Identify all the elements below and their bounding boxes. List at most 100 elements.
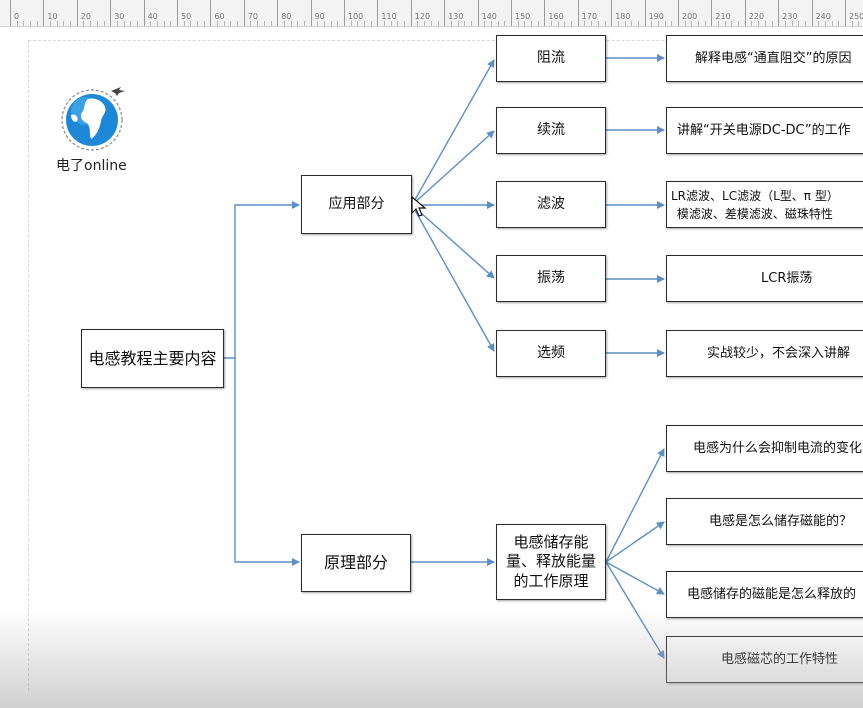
ruler-minor-tick: [851, 21, 853, 26]
ruler-tick: 100: [344, 0, 363, 26]
ruler-minor-tick: [551, 21, 553, 26]
principle-item-node[interactable]: 电感磁芯的工作特性: [666, 636, 863, 683]
ruler-tick: 140: [477, 0, 497, 26]
ruler-minor-tick: [517, 21, 519, 26]
ruler-minor-tick: [484, 21, 486, 26]
principle-sub-node[interactable]: 电感储存能 量、释放能量 的工作原理: [496, 524, 606, 600]
app-item-node[interactable]: 振荡: [496, 255, 606, 302]
ruler-minor-tick: [497, 21, 499, 26]
ruler-tick-label: 120: [414, 12, 431, 21]
app-item-label: 振荡: [537, 270, 565, 287]
principle-item-node[interactable]: 电感为什么会抑制电流的变化: [666, 425, 863, 472]
ruler-tick: 170: [577, 0, 597, 26]
principle-item-node[interactable]: 电感是怎么储存磁能的？: [666, 498, 863, 545]
ruler-minor-tick: [724, 21, 726, 26]
ruler-minor-tick: [597, 21, 599, 26]
app-item-node[interactable]: 阻流: [496, 35, 606, 82]
ruler-minor-tick: [263, 21, 265, 26]
ruler-tick-label: 140: [481, 12, 497, 21]
app-detail-node[interactable]: 实战较少，不会深入讲解: [666, 330, 863, 377]
ruler-tick-label: 160: [548, 12, 564, 21]
ruler-minor-tick: [123, 21, 125, 26]
ruler-minor-tick: [704, 21, 706, 26]
app-detail-label: LCR振荡: [761, 270, 813, 286]
ruler-minor-tick: [290, 21, 292, 26]
ruler-minor-tick: [824, 21, 826, 26]
ruler-minor-tick: [504, 21, 506, 26]
ruler-minor-tick: [150, 21, 152, 26]
connector-root-application: [223, 201, 300, 359]
root-node-label: 电感教程主要内容: [88, 348, 217, 368]
ruler-minor-tick: [470, 21, 472, 26]
ruler-minor-tick: [197, 21, 199, 26]
ruler-tick: 230: [778, 0, 797, 26]
ruler-minor-tick: [323, 21, 325, 26]
ruler-tick: 200: [678, 0, 697, 26]
ruler-tick-label: 250: [849, 12, 863, 21]
app-detail-node[interactable]: LCR振荡: [666, 255, 863, 302]
principle-item-label: 电感为什么会抑制电流的变化: [693, 440, 863, 456]
app-item-node[interactable]: 选频: [496, 330, 606, 377]
ruler-minor-tick: [758, 21, 760, 26]
ruler-minor-tick: [203, 21, 205, 26]
ruler-minor-tick: [424, 21, 426, 26]
ruler-tick-label: 220: [748, 12, 765, 21]
root-node[interactable]: 电感教程主要内容: [81, 329, 224, 388]
app-item-node[interactable]: 滤波: [496, 181, 606, 228]
ruler-tick-label: 40: [147, 12, 158, 21]
ruler-minor-tick: [798, 21, 800, 26]
ruler-minor-tick: [684, 21, 686, 26]
principle-item-label: 电感储存的磁能是怎么释放的: [687, 586, 857, 602]
ruler-tick: 10: [43, 0, 58, 26]
ruler-minor-tick: [637, 21, 639, 26]
ruler-minor-tick: [584, 21, 586, 26]
app-detail-node[interactable]: 讲解“开关电源DC-DC”的工作: [666, 107, 863, 154]
ruler-minor-tick: [237, 21, 239, 26]
ruler-minor-tick: [23, 21, 25, 26]
ruler-minor-tick: [430, 21, 432, 26]
ruler-minor-tick: [631, 21, 633, 26]
ruler-tick-label: 150: [515, 12, 531, 21]
branch-principle-node[interactable]: 原理部分: [301, 534, 411, 592]
principle-sub-label: 电感储存能 量、释放能量 的工作原理: [505, 532, 596, 590]
ruler-minor-tick: [370, 21, 372, 26]
globe-plane-icon: [61, 87, 125, 151]
ruler-tick-label: 200: [682, 12, 698, 21]
ruler-minor-tick: [557, 21, 559, 26]
app-item-node[interactable]: 续流: [496, 107, 606, 154]
ruler-minor-tick: [217, 21, 219, 26]
branch-application-node[interactable]: 应用部分: [301, 175, 412, 234]
ruler-minor-tick: [230, 21, 232, 26]
app-detail-node[interactable]: 解释电感“通直阻交”的原因: [666, 35, 863, 82]
branch-application-label: 应用部分: [328, 196, 385, 213]
ruler-tick: 120: [410, 0, 430, 26]
connector-app-item-4: [411, 204, 495, 279]
ruler-tick: 80: [277, 0, 291, 26]
ruler-minor-tick: [384, 21, 386, 26]
ruler-tick: 40: [143, 0, 158, 26]
app-item-label: 续流: [537, 122, 565, 139]
ruler-minor-tick: [784, 21, 786, 26]
principle-item-node[interactable]: 电感储存的磁能是怎么释放的: [666, 571, 863, 618]
ruler-minor-tick: [464, 21, 466, 26]
ruler-tick-label: 30: [114, 12, 125, 21]
ruler-tick-label: 230: [782, 12, 798, 21]
ruler-minor-tick: [90, 21, 92, 26]
ruler-minor-tick: [337, 21, 339, 26]
ruler-minor-tick: [16, 21, 18, 26]
ruler-tick-label: 170: [581, 12, 598, 21]
ruler-minor-tick: [364, 21, 366, 26]
app-detail-label: 解释电感“通直阻交”的原因: [695, 50, 852, 66]
ruler-minor-tick: [257, 21, 259, 26]
ruler-tick: 60: [210, 0, 225, 26]
ruler-minor-tick: [70, 21, 72, 26]
ruler-tick: 130: [444, 0, 463, 26]
app-detail-node[interactable]: LR滤波、LC滤波（L型、π 型） 模滤波、差模滤波、磁珠特性: [666, 181, 863, 228]
canvas-page-border: [28, 40, 863, 691]
ruler-minor-tick: [156, 21, 158, 26]
ruler-tick-label: 110: [381, 12, 397, 21]
ruler-minor-tick: [317, 21, 319, 26]
ruler-minor-tick: [698, 21, 700, 26]
app-detail-label: 讲解“开关电源DC-DC”的工作: [677, 122, 851, 138]
ruler-minor-tick: [270, 21, 272, 26]
